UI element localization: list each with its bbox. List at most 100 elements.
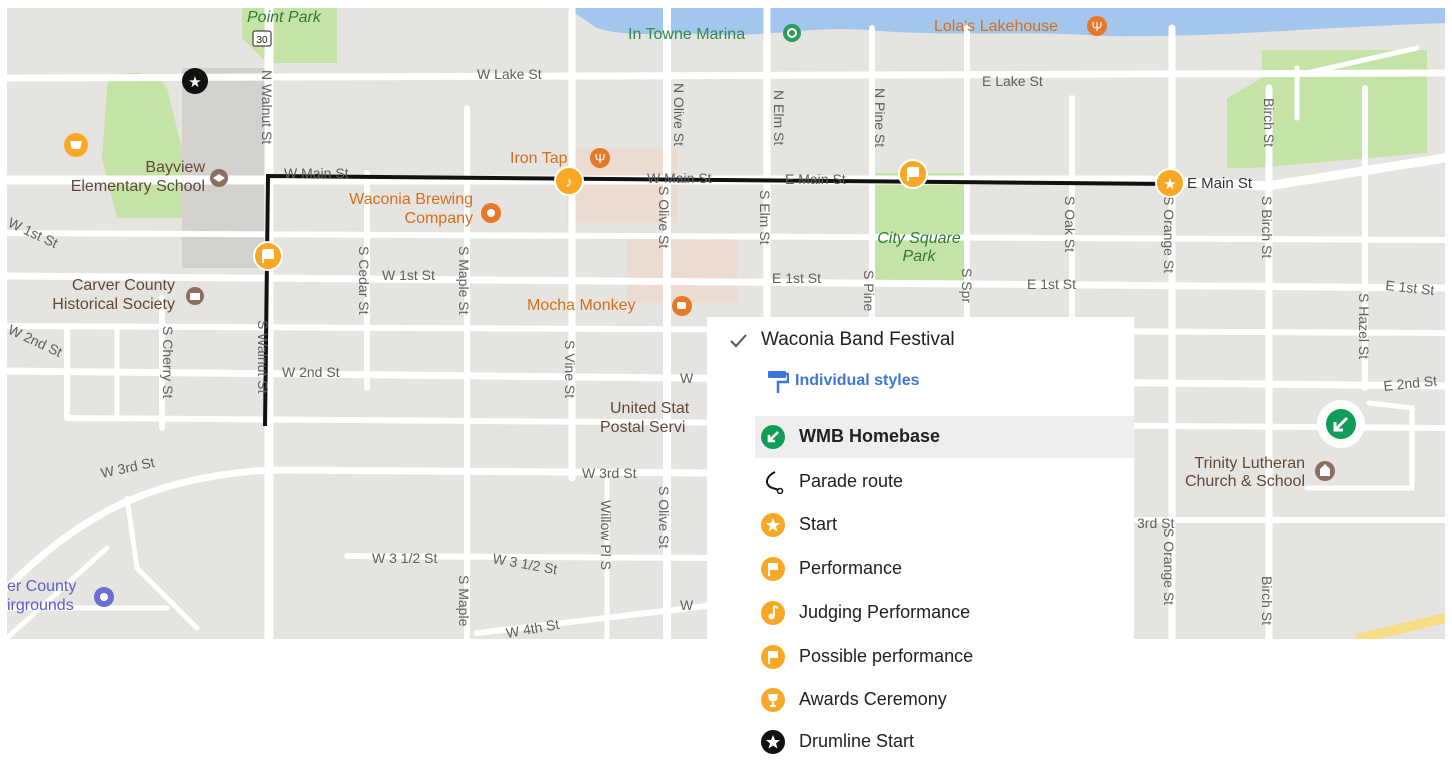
street-label: E Main St bbox=[785, 171, 846, 187]
poi-label: Park bbox=[903, 248, 937, 265]
layer-title[interactable]: Waconia Band Festival bbox=[761, 329, 955, 350]
city-square-park-area bbox=[872, 173, 967, 283]
street-label: W bbox=[680, 370, 694, 386]
drumline-start-marker: ★ bbox=[182, 68, 208, 94]
poi-label: In Towne Marina bbox=[628, 26, 745, 43]
svg-text:Ψ: Ψ bbox=[595, 151, 606, 166]
svg-text:♪: ♪ bbox=[565, 174, 573, 191]
poi-label: City Square bbox=[877, 230, 961, 247]
street-label: S Olive St bbox=[656, 486, 672, 548]
poi-label: irgrounds bbox=[7, 597, 74, 614]
street-label: W Main St bbox=[284, 165, 349, 181]
street-label: E 1st St bbox=[1027, 276, 1076, 292]
poi-label: Elementary School bbox=[71, 178, 205, 195]
street-label: N Pine St bbox=[872, 88, 888, 147]
individual-styles-label: Individual styles bbox=[795, 372, 920, 389]
legend-item-performance[interactable]: Performance bbox=[755, 548, 1134, 590]
brewery-icon bbox=[481, 203, 501, 223]
legend-item-possible-performance[interactable]: Possible performance bbox=[755, 636, 1134, 678]
paint-roller-icon bbox=[768, 371, 790, 393]
street-label: W 2nd St bbox=[282, 364, 340, 380]
street-label: S Maple bbox=[456, 575, 472, 627]
building-block-1 bbox=[567, 148, 677, 223]
street-label: N Walnut St bbox=[259, 70, 275, 144]
street-label: 3rd St bbox=[1137, 515, 1174, 531]
street-label: S Orange St bbox=[1161, 196, 1177, 273]
poi-label: United Stat bbox=[610, 400, 690, 417]
restaurant-icon: Ψ bbox=[590, 148, 610, 168]
street-label: S Pine bbox=[861, 270, 877, 311]
route-line-icon bbox=[766, 471, 784, 494]
poi-label: Trinity Lutheran bbox=[1194, 455, 1305, 472]
legend-item-parade-route[interactable]: Parade route bbox=[755, 461, 1134, 503]
legend-item-start[interactable]: Start bbox=[755, 504, 1134, 546]
street-label: N Olive St bbox=[671, 83, 687, 146]
legend-item-label: WMB Homebase bbox=[799, 426, 941, 446]
svg-text:★: ★ bbox=[1163, 176, 1176, 193]
poi-label: Point Park bbox=[247, 9, 322, 26]
street-label: Birch St bbox=[1259, 576, 1275, 625]
poi-label: Historical Society bbox=[52, 296, 175, 313]
legend-item-label: Performance bbox=[799, 558, 903, 578]
street-label: W 3rd St bbox=[99, 454, 156, 481]
street-label: W Main St bbox=[647, 170, 712, 186]
street-label: W 1st St bbox=[7, 214, 61, 251]
street-label: S Vine St bbox=[562, 340, 578, 398]
legend-item-judging-performance[interactable]: Judging Performance bbox=[755, 592, 1134, 634]
svg-text:Ψ: Ψ bbox=[1092, 19, 1103, 34]
highway-shield: 30 bbox=[252, 30, 272, 47]
street-label: S Walnut St bbox=[255, 320, 271, 394]
legend-item-awards-ceremony[interactable]: Awards Ceremony bbox=[755, 679, 1134, 721]
marina-icon bbox=[783, 24, 801, 42]
legend-item-label: Parade route bbox=[799, 471, 904, 491]
building-block-2 bbox=[627, 233, 737, 303]
street-label: Willow Pl S bbox=[598, 500, 614, 570]
street-label: S Cherry St bbox=[160, 326, 176, 398]
legend-item-label: Start bbox=[799, 514, 838, 534]
street-label: Birch St bbox=[1261, 98, 1277, 147]
poi-label: Bayview bbox=[145, 159, 205, 176]
street-label: S Orange St bbox=[1161, 528, 1177, 605]
trophy-icon bbox=[761, 688, 785, 712]
poi-label: Carver County bbox=[72, 277, 175, 294]
legend-item-label: Awards Ceremony bbox=[799, 689, 947, 709]
street-label: S Elm St bbox=[757, 190, 773, 245]
street-label: S Cedar St bbox=[356, 246, 372, 315]
street-label: W 3 1/2 St bbox=[372, 550, 437, 566]
street-label: E Main St bbox=[1187, 175, 1253, 192]
street-label: S Maple St bbox=[456, 246, 472, 315]
poi-label: Waconia Brewing bbox=[349, 191, 473, 208]
street-label: E 1st St bbox=[772, 270, 821, 286]
poi-label: Lola's Lakehouse bbox=[934, 18, 1058, 35]
poi-label: Postal Servi bbox=[600, 419, 685, 436]
poi-label: Iron Tap bbox=[510, 150, 568, 167]
east-park-area bbox=[1227, 50, 1427, 168]
museum-icon bbox=[186, 287, 204, 305]
svg-text:★: ★ bbox=[188, 74, 201, 91]
poi-label: Mocha Monkey bbox=[527, 297, 636, 314]
homebase-arrow-icon bbox=[761, 425, 785, 449]
street-label: S Spr bbox=[959, 268, 975, 303]
start-marker: ★ bbox=[1155, 168, 1185, 198]
street-label: E 1st St bbox=[1385, 277, 1436, 298]
layer-legend-panel: Waconia Band Festival Individual styles … bbox=[707, 317, 1134, 755]
legend-item-wmb-homebase[interactable]: WMB Homebase bbox=[755, 416, 1134, 458]
svg-text:30: 30 bbox=[256, 35, 268, 46]
school-icon bbox=[210, 169, 228, 187]
street-label: S Olive St bbox=[656, 186, 672, 248]
individual-styles-link[interactable]: Individual styles bbox=[767, 369, 919, 395]
legend-item-label: Drumline Start bbox=[799, 731, 915, 751]
street-label: S Oak St bbox=[1062, 196, 1078, 252]
map-canvas[interactable]: 30 W Lake St E Lake St W Main St W Main … bbox=[7, 8, 1445, 639]
legend-item-drumline-start[interactable]: Drumline Start bbox=[755, 721, 1134, 763]
possible-performance-marker bbox=[253, 241, 283, 271]
poi-label: er County bbox=[7, 578, 76, 595]
cafe-icon bbox=[672, 296, 692, 316]
street-label: W Lake St bbox=[477, 66, 542, 82]
legend-item-label: Judging Performance bbox=[799, 602, 971, 622]
checkmark-icon[interactable] bbox=[727, 330, 749, 352]
drumline-star-icon bbox=[761, 730, 785, 754]
poi-label: Company bbox=[405, 210, 473, 227]
street-label: W bbox=[680, 597, 694, 613]
awards-ceremony-marker bbox=[64, 133, 88, 157]
